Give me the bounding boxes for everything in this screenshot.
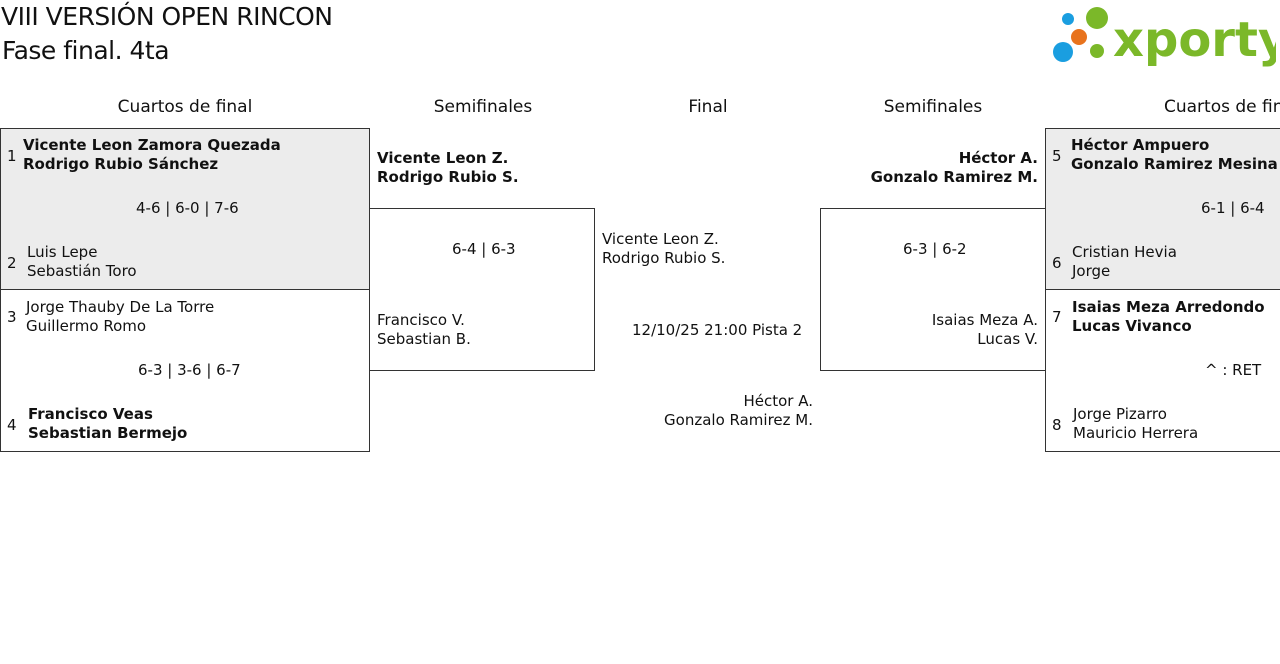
qf-right-match-1[interactable] xyxy=(1045,128,1280,290)
pair-player-2: Gonzalo Ramirez Mesina xyxy=(1071,155,1278,173)
pair-player-1: Isaias Meza Arredondo xyxy=(1072,298,1265,316)
pair-player-2: Lucas V. xyxy=(977,330,1038,348)
pair-player-1: Jorge Pizarro xyxy=(1073,405,1167,423)
logo-dot-orange xyxy=(1071,29,1087,45)
final-pair-player-2: Rodrigo Rubio S. xyxy=(602,249,726,267)
pair-player-2: Sebastian B. xyxy=(377,330,471,348)
pair-player-2: Gonzalo Ramirez M. xyxy=(870,168,1038,186)
seed-number: 1 xyxy=(7,147,17,165)
pair-player-2: Mauricio Herrera xyxy=(1073,424,1199,442)
round-header-sf-left: Semifinales xyxy=(433,97,533,117)
logo-dot-blue-small xyxy=(1062,13,1074,25)
pair-player-2: Rodrigo Rubio Sánchez xyxy=(23,155,219,173)
match-score: ^ : RET xyxy=(1205,361,1262,379)
match-score: 6-3 | 6-2 xyxy=(903,240,967,258)
seed-number: 4 xyxy=(7,416,17,434)
match-score: 6-3 | 3-6 | 6-7 xyxy=(138,361,241,379)
seed-number: 6 xyxy=(1052,254,1062,272)
logo-text: xporty xyxy=(1113,12,1276,68)
sf-right-bracket[interactable] xyxy=(820,208,1046,371)
round-header-qf-left: Cuartos de final xyxy=(117,97,253,117)
round-header-sf-right: Semifinales xyxy=(883,97,983,117)
tournament-subtitle: Fase final. 4ta xyxy=(2,36,170,65)
pair-player-2: Rodrigo Rubio S. xyxy=(377,168,519,186)
round-header-qf-right: Cuartos de fin xyxy=(1164,97,1280,117)
pair-player-1: Francisco V. xyxy=(377,311,465,329)
pair-player-1: Francisco Veas xyxy=(28,405,153,423)
pair-player-1: Luis Lepe xyxy=(27,243,98,261)
match-score: 4-6 | 6-0 | 7-6 xyxy=(136,199,239,217)
pair-player-1: Héctor Ampuero xyxy=(1071,136,1210,154)
seed-number: 2 xyxy=(7,254,17,272)
xporty-logo-icon: xporty xyxy=(1053,7,1280,68)
sf-left-bracket[interactable] xyxy=(369,208,595,371)
qf-right-match-2[interactable] xyxy=(1045,289,1280,452)
seed-number: 5 xyxy=(1052,147,1062,165)
pair-player-1: Vicente Leon Zamora Quezada xyxy=(23,136,281,154)
pair-player-2: Lucas Vivanco xyxy=(1072,317,1192,335)
pair-player-1: Héctor A. xyxy=(958,149,1038,167)
pair-player-2: Sebastián Toro xyxy=(27,262,137,280)
pair-player-1: Vicente Leon Z. xyxy=(377,149,509,167)
pair-player-1: Cristian Hevia xyxy=(1072,243,1177,261)
seed-number: 8 xyxy=(1052,416,1062,434)
pair-player-2: Sebastian Bermejo xyxy=(28,424,188,442)
xporty-logo[interactable]: xporty xyxy=(1050,4,1280,68)
round-header-final: Final xyxy=(688,97,728,117)
logo-dot-green xyxy=(1086,7,1108,29)
final-pair-player-1: Héctor A. xyxy=(743,392,813,410)
seed-number: 3 xyxy=(7,308,17,326)
tournament-title: VIII VERSIÓN OPEN RINCON xyxy=(1,2,333,31)
logo-dot-green-small xyxy=(1090,44,1104,58)
match-score: 6-1 | 6-4 xyxy=(1201,199,1265,217)
final-schedule: 12/10/25 21:00 Pista 2 xyxy=(632,321,803,339)
pair-player-1: Isaias Meza A. xyxy=(931,311,1038,329)
match-score: 6-4 | 6-3 xyxy=(452,240,516,258)
qf-left-match-1[interactable] xyxy=(0,128,370,290)
pair-player-2: Guillermo Romo xyxy=(26,317,147,335)
pair-player-2: Jorge xyxy=(1072,262,1111,280)
logo-dot-blue xyxy=(1053,42,1073,62)
final-pair-player-1: Vicente Leon Z. xyxy=(602,230,719,248)
pair-player-1: Jorge Thauby De La Torre xyxy=(26,298,215,316)
seed-number: 7 xyxy=(1052,308,1062,326)
final-pair-player-2: Gonzalo Ramirez M. xyxy=(664,411,813,429)
